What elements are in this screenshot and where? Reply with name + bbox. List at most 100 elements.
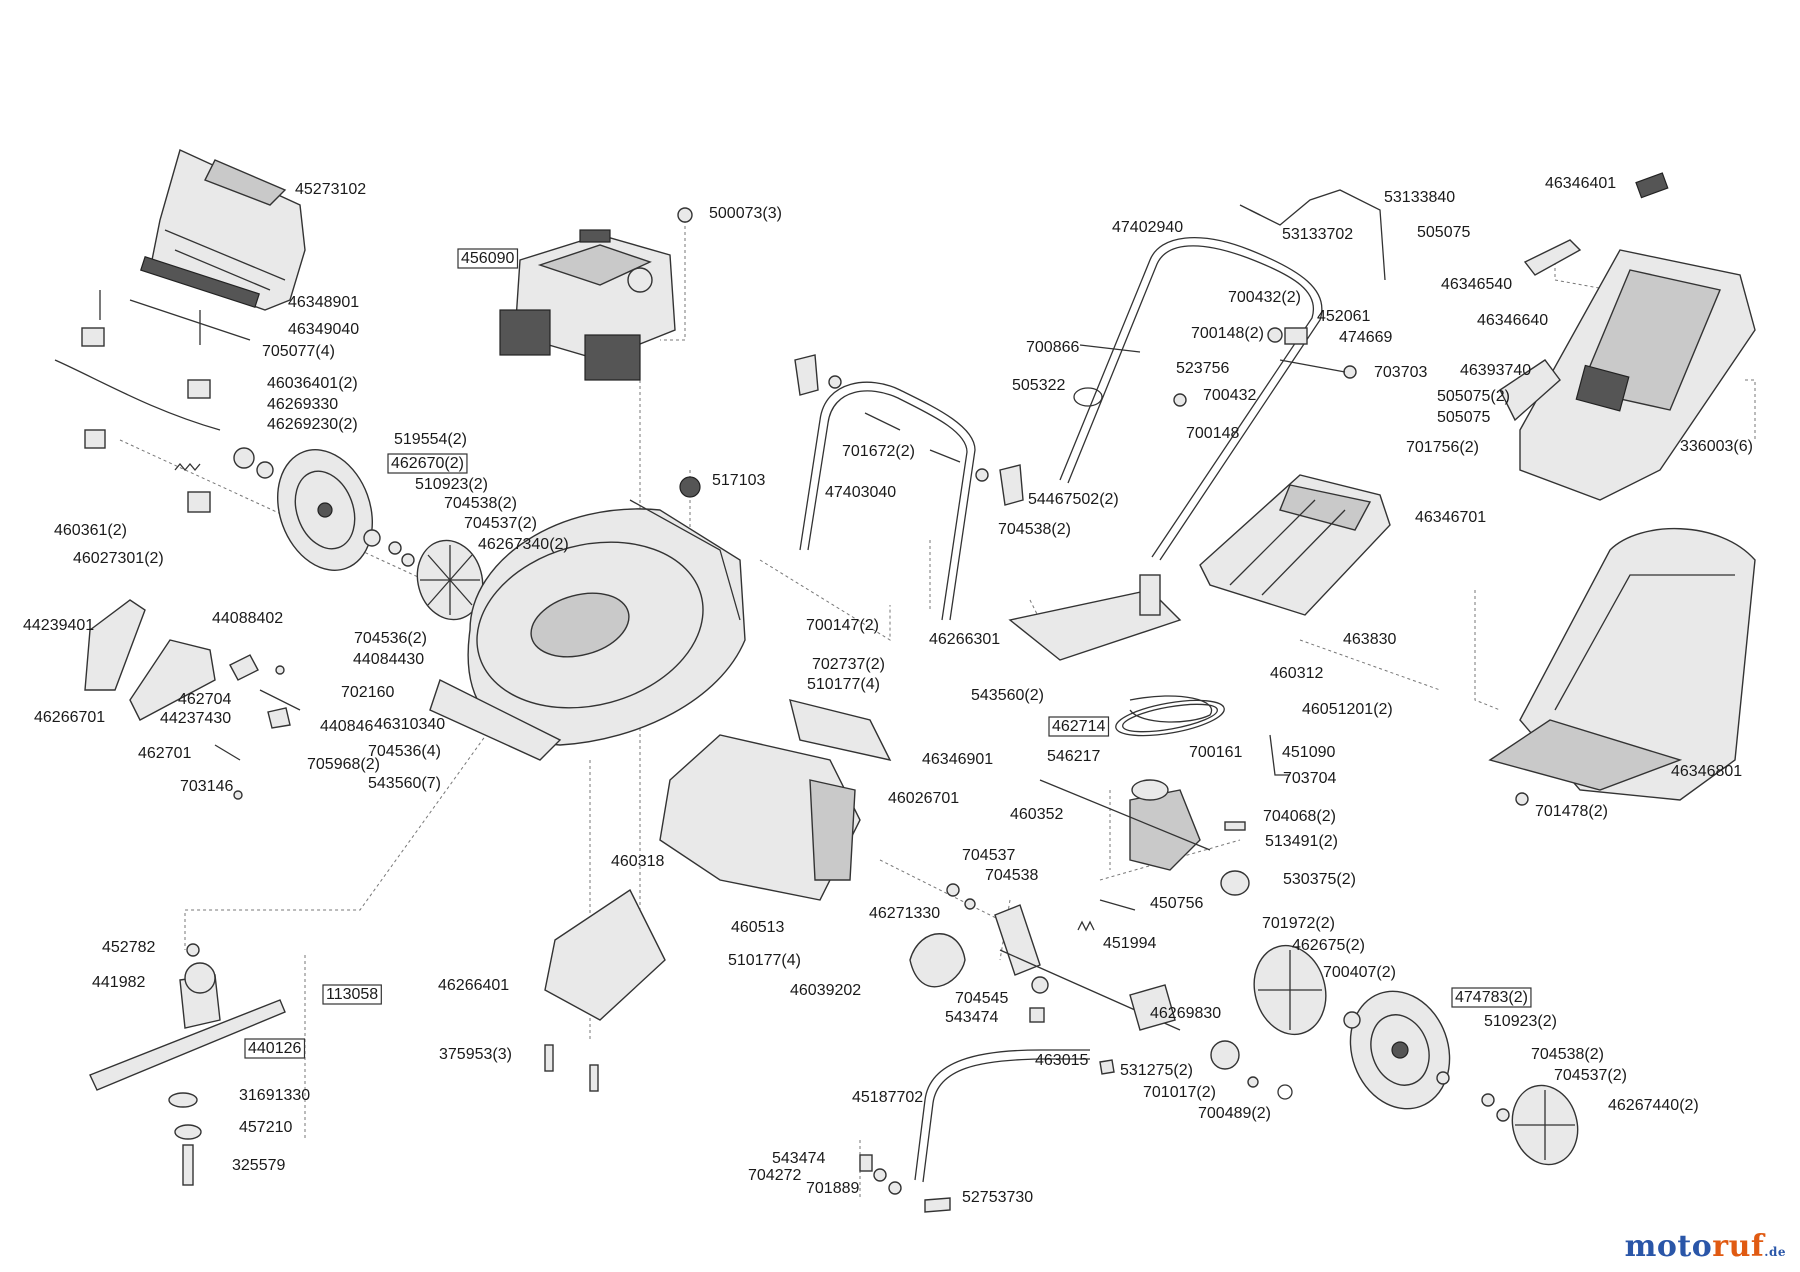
part-label-l33: 505322 — [1012, 377, 1065, 394]
part-label-l91: 704545 — [955, 990, 1008, 1007]
part-label-l84: 460318 — [611, 853, 664, 870]
part-label-l15: 46027301(2) — [73, 550, 164, 567]
part-label-l4: 705077(4) — [262, 343, 335, 360]
part-label-l109: 531275(2) — [1120, 1062, 1193, 1079]
part-label-l43: 701756(2) — [1406, 439, 1479, 456]
part-label-l63: 510177(4) — [807, 676, 880, 693]
part-label-l41: 505075(2) — [1437, 388, 1510, 405]
part-label-l86: 704538 — [985, 867, 1038, 884]
part-label-l115: 46267440(2) — [1608, 1097, 1699, 1114]
part-label-l2: 46348901 — [288, 294, 359, 311]
blade-assembly-drawing — [89, 888, 666, 1186]
watermark-logo: motoruf.de — [1625, 1229, 1786, 1264]
part-label-l13: 46267340(2) — [478, 536, 569, 553]
part-label-l66: 46026701 — [888, 790, 959, 807]
part-label-l89: 510177(4) — [728, 952, 801, 969]
part-label-l18: 517103 — [712, 472, 765, 489]
front-axle-drawing — [909, 883, 1181, 1031]
part-label-l87: 46271330 — [869, 905, 940, 922]
rear-flap-drawing — [1008, 574, 1182, 661]
part-label-l99: 452782 — [102, 939, 155, 956]
part-label-l30: 700866 — [1026, 339, 1079, 356]
part-label-l79: 530375(2) — [1283, 871, 1356, 888]
part-label-l39: 46346640 — [1477, 312, 1548, 329]
part-label-l48: 704536(2) — [354, 630, 427, 647]
handle-lower-arm-drawing — [859, 1049, 1090, 1213]
part-label-l58: 705968(2) — [307, 756, 380, 773]
part-label-l60: 543560(7) — [368, 775, 441, 792]
part-label-l22: 704538(2) — [998, 521, 1071, 538]
part-label-l12: 704537(2) — [464, 515, 537, 532]
part-label-l103: 31691330 — [239, 1087, 310, 1104]
hubcap-left-drawing — [416, 539, 484, 621]
part-label-l45: 46346701 — [1415, 509, 1486, 526]
part-label-l107: 375953(3) — [439, 1046, 512, 1063]
front-wheel-left-drawing — [276, 449, 415, 571]
rear-panel-drawing — [659, 699, 892, 901]
part-label-l29: 474669 — [1339, 329, 1392, 346]
part-label-l54: 440846 — [320, 718, 373, 735]
part-label-l81: 451994 — [1103, 935, 1156, 952]
part-label-l3: 46349040 — [288, 321, 359, 338]
part-label-l102: 440126 — [248, 1040, 301, 1057]
part-label-l37: 505075 — [1417, 224, 1470, 241]
part-label-l62: 702737(2) — [812, 656, 885, 673]
part-label-l61: 700147(2) — [806, 617, 879, 634]
part-label-l82: 46346801 — [1671, 763, 1742, 780]
part-label-l104: 457210 — [239, 1119, 292, 1136]
part-label-l71: 462714 — [1052, 718, 1105, 735]
part-label-l83: 701478(2) — [1535, 803, 1608, 820]
part-label-box-l96 — [1451, 987, 1532, 1008]
part-label-l101: 113058 — [326, 986, 378, 1003]
part-label-l73: 700161 — [1189, 744, 1242, 761]
part-label-l69: 460312 — [1270, 665, 1323, 682]
part-label-l10: 510923(2) — [415, 476, 488, 493]
mulch-cover-drawing — [1199, 474, 1391, 616]
part-label-l7: 46269230(2) — [267, 416, 358, 433]
part-label-l46: 44239401 — [23, 617, 94, 634]
height-adjust-linkage-drawing — [54, 290, 274, 513]
part-label-l57: 462701 — [138, 745, 191, 762]
part-label-l1: 45273102 — [295, 181, 366, 198]
part-label-l75: 703704 — [1283, 770, 1336, 787]
part-label-l72: 546217 — [1047, 748, 1100, 765]
part-label-l51: 702160 — [341, 684, 394, 701]
part-label-l85: 704537 — [962, 847, 1015, 864]
part-label-l108: 463015 — [1035, 1052, 1088, 1069]
part-label-l19: 47403040 — [825, 484, 896, 501]
part-label-l110: 701017(2) — [1143, 1084, 1216, 1101]
part-label-l68: 463830 — [1343, 631, 1396, 648]
drive-gearbox-drawing — [1039, 695, 1290, 932]
part-label-l113: 704538(2) — [1531, 1046, 1604, 1063]
part-label-l8: 519554(2) — [394, 431, 467, 448]
part-label-box-l71 — [1048, 716, 1110, 737]
part-label-l117: 704272 — [748, 1167, 801, 1184]
part-label-l9: 462670(2) — [391, 455, 464, 472]
part-label-l80: 450756 — [1150, 895, 1203, 912]
part-label-l111: 700489(2) — [1198, 1105, 1271, 1122]
part-label-l11: 704538(2) — [444, 495, 517, 512]
part-label-l116: 543474 — [772, 1150, 825, 1167]
part-label-l17: 500073(3) — [709, 205, 782, 222]
part-label-l47: 44088402 — [212, 610, 283, 627]
part-label-l76: 460352 — [1010, 806, 1063, 823]
part-label-l77: 704068(2) — [1263, 808, 1336, 825]
part-label-l98: 46269830 — [1150, 1005, 1221, 1022]
part-label-l26: 700432(2) — [1228, 289, 1301, 306]
part-label-l40: 46393740 — [1460, 362, 1531, 379]
part-label-l52: 46266701 — [34, 709, 105, 726]
part-label-l106: 46266401 — [438, 977, 509, 994]
part-label-l119: 52753730 — [962, 1189, 1033, 1206]
deck-housing-drawing — [429, 476, 746, 761]
part-label-l65: 46346901 — [922, 751, 993, 768]
watermark-part-a: moto — [1624, 1229, 1713, 1264]
part-label-l36: 46346401 — [1545, 175, 1616, 192]
belt-drawing — [1115, 699, 1225, 737]
part-label-l38: 46346540 — [1441, 276, 1512, 293]
grass-bag-drawing — [1488, 528, 1756, 806]
part-label-l118: 701889 — [806, 1180, 859, 1197]
drive-gear-drawing — [1099, 1040, 1293, 1100]
engine-drawing — [499, 207, 693, 381]
